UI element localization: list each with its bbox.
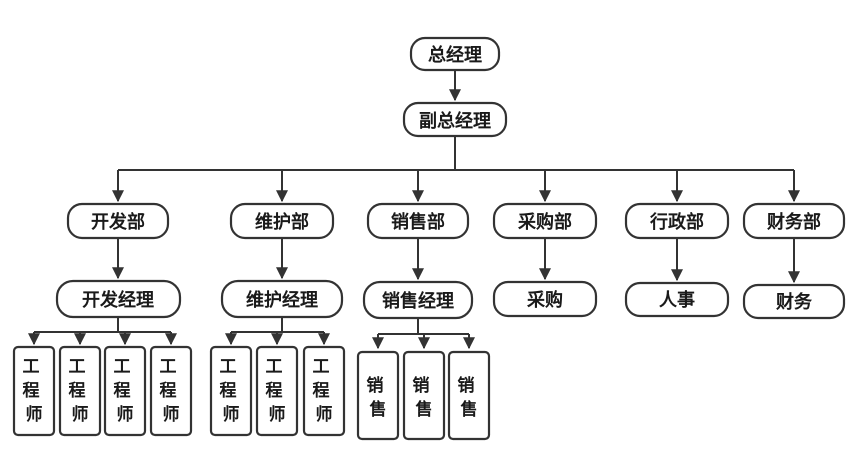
staff-node-2-1: 销 售 (402, 350, 446, 441)
staff-char: 师 (163, 404, 180, 425)
manager-node-0: 开发经理 (55, 279, 182, 319)
staff-label-2-2: 销 售 (458, 375, 481, 420)
connectors (28, 70, 800, 350)
department-node-2: 销售部 (366, 202, 470, 240)
staff-char: 销 (413, 375, 430, 396)
staff-node-2-2: 销 售 (447, 350, 491, 441)
staff-char: 工 (23, 357, 40, 377)
staff-label-1-1: 工 程 师 (266, 357, 289, 425)
staff-char: 程 (266, 381, 283, 401)
staff-char: 师 (316, 404, 333, 425)
staff-node-0-3: 工 程 师 (149, 345, 193, 437)
staff-char: 师 (72, 404, 89, 425)
department-label-1: 维护部 (255, 211, 309, 233)
staff-char: 程 (69, 381, 86, 401)
department-label-2: 销售部 (391, 211, 445, 233)
department-label-0: 开发部 (91, 211, 145, 233)
staff-char: 师 (117, 404, 134, 425)
staff-char: 师 (269, 404, 286, 425)
staff-node-0-1: 工 程 师 (58, 345, 102, 437)
department-node-4: 行政部 (624, 202, 730, 240)
staff-label-0-3: 工 程 师 (160, 357, 183, 425)
staff-char: 工 (69, 357, 86, 377)
staff-char: 程 (114, 381, 131, 401)
manager-label-5: 财务 (776, 291, 813, 313)
manager-node-5: 财务 (742, 283, 846, 320)
staff-char: 工 (160, 357, 177, 377)
staff-char: 工 (266, 357, 283, 377)
staff-char: 售 (370, 399, 387, 420)
staff-node-1-1: 工 程 师 (255, 345, 299, 437)
ceo-node: 总经理 (409, 36, 501, 72)
staff-label-1-2: 工 程 师 (313, 357, 336, 425)
staff-node-2-0: 销 售 (356, 350, 400, 441)
manager-label-4: 人事 (659, 289, 695, 311)
manager-label-1: 维护经理 (246, 289, 318, 311)
vice-ceo-node: 副总经理 (402, 101, 508, 138)
staff-char: 工 (220, 357, 237, 377)
manager-node-3: 采购 (492, 280, 598, 318)
department-node-1: 维护部 (229, 202, 335, 240)
staff-label-1-0: 工 程 师 (220, 357, 243, 425)
staff-node-0-0: 工 程 师 (12, 345, 56, 437)
staff-char: 工 (313, 357, 330, 377)
staff-label-0-1: 工 程 师 (69, 357, 92, 425)
manager-node-4: 人事 (624, 281, 730, 318)
department-node-0: 开发部 (66, 202, 170, 240)
staff-label-2-0: 销 售 (367, 375, 390, 420)
manager-node-2: 销售经理 (362, 280, 474, 320)
staff-char: 师 (26, 404, 43, 425)
department-label-3: 采购部 (517, 211, 572, 233)
staff-node-1-0: 工 程 师 (209, 345, 253, 437)
manager-label-3: 采购 (526, 289, 563, 311)
vice-ceo-label: 副总经理 (419, 110, 491, 132)
department-label-4: 行政部 (649, 211, 704, 233)
staff-label-0-0: 工 程 师 (23, 357, 46, 425)
staff-char: 程 (23, 381, 40, 401)
department-label-5: 财务部 (767, 211, 821, 233)
staff-label-0-2: 工 程 师 (114, 357, 137, 425)
staff-char: 程 (220, 381, 237, 401)
staff-char: 程 (160, 381, 177, 401)
ceo-label: 总经理 (428, 44, 482, 66)
staff-char: 程 (313, 381, 330, 401)
staff-char: 售 (461, 399, 478, 420)
staff-node-0-2: 工 程 师 (103, 345, 147, 437)
staff-label-2-1: 销 售 (413, 375, 436, 420)
manager-label-0: 开发经理 (82, 289, 154, 311)
department-node-3: 采购部 (492, 202, 598, 240)
staff-char: 销 (367, 375, 384, 396)
staff-char: 销 (458, 375, 475, 396)
staff-char: 售 (416, 399, 433, 420)
staff-char: 师 (223, 404, 240, 425)
manager-label-2: 销售经理 (382, 290, 454, 312)
manager-node-1: 维护经理 (220, 279, 344, 319)
staff-char: 工 (114, 357, 131, 377)
staff-node-1-2: 工 程 师 (302, 345, 346, 437)
department-node-5: 财务部 (742, 202, 846, 240)
